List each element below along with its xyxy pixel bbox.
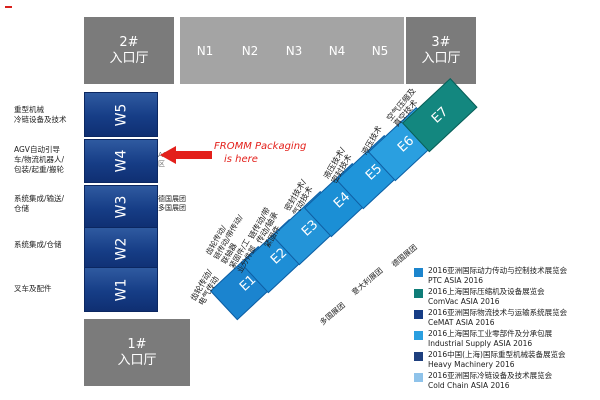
hall-w2[interactable]: W2 bbox=[84, 227, 158, 271]
legend-en: ComVac ASIA 2016 bbox=[428, 296, 500, 306]
entrance-3[interactable]: 3# 入口厅 bbox=[406, 17, 476, 84]
callout-line-2: is here bbox=[224, 154, 258, 165]
legend-swatch bbox=[414, 352, 423, 361]
legend-cn: 2016上海国际工业零部件及分承包展 bbox=[428, 329, 553, 338]
entrance-2-number: 2# bbox=[119, 34, 139, 50]
legend-swatch bbox=[414, 331, 423, 340]
hall-w3-description: 系统集成/输送/ 仓储 bbox=[14, 194, 65, 213]
callout-arrow bbox=[160, 146, 212, 164]
hall-n2[interactable]: N2 bbox=[226, 17, 274, 84]
legend-swatch bbox=[414, 289, 423, 298]
hall-n4-label: N4 bbox=[328, 43, 346, 58]
hall-w4-label: W4 bbox=[113, 149, 129, 173]
entrance-3-number: 3# bbox=[431, 34, 451, 50]
entrance-1[interactable]: 1# 入口厅 bbox=[84, 319, 190, 386]
hall-w3-label: W3 bbox=[113, 195, 129, 219]
legend-cn: 2016中国(上海)国际重型机械装备展览会 bbox=[428, 350, 566, 359]
legend-en: Cold Chain ASIA 2016 bbox=[428, 380, 510, 390]
legend-en: Heavy Machinery 2016 bbox=[428, 359, 515, 369]
legend-swatch bbox=[414, 373, 423, 382]
hall-w1[interactable]: W1 bbox=[84, 267, 158, 312]
hall-n4[interactable]: N4 bbox=[313, 17, 361, 84]
legend-en: CeMAT ASIA 2016 bbox=[428, 317, 495, 327]
entrance-1-number: 1# bbox=[127, 336, 147, 352]
hall-w2-description: 系统集成/仓储 bbox=[14, 240, 62, 249]
hall-n3-label: N3 bbox=[285, 43, 303, 58]
hall-e7-label: E7 bbox=[428, 104, 451, 127]
hall-n1-label: N1 bbox=[196, 43, 214, 58]
hall-n1[interactable]: N1 bbox=[180, 17, 230, 84]
legend-en: PTC ASIA 2016 bbox=[428, 275, 483, 285]
hall-w5-description: 重型机械 冷链设备及技术 bbox=[14, 105, 67, 124]
legend-cn: 2016亚洲国际物流技术与运输系统展览会 bbox=[428, 308, 568, 317]
entrance-2[interactable]: 2# 入口厅 bbox=[84, 17, 174, 84]
legend-cn: 2016亚洲国际冷链设备及技术展览会 bbox=[428, 371, 553, 380]
hall-w4[interactable]: W4 bbox=[84, 139, 158, 183]
hall-w3-sub-label: 德国展团 多国展团 bbox=[158, 195, 186, 212]
legend-cn: 2016上海国际压缩机及设备展览会 bbox=[428, 287, 545, 296]
hall-w5[interactable]: W5 bbox=[84, 92, 158, 137]
hall-w1-description: 叉车及配件 bbox=[14, 284, 52, 293]
entrance-1-label: 入口厅 bbox=[117, 352, 157, 368]
hall-n5[interactable]: N5 bbox=[356, 17, 404, 84]
hall-w5-label: W5 bbox=[113, 103, 129, 126]
legend-cn: 2016亚洲国际动力传动与控制技术展览会 bbox=[428, 266, 568, 275]
callout-text: FROMM Packaging is here bbox=[214, 140, 306, 166]
hall-w4-description: AGV自动引导 车/物流机器人/ 包装/起重/搬轮 bbox=[14, 145, 65, 174]
callout-line-1: FROMM Packaging bbox=[214, 141, 307, 152]
legend-swatch bbox=[414, 268, 423, 277]
entrance-2-label: 入口厅 bbox=[109, 50, 149, 66]
hall-n3[interactable]: N3 bbox=[270, 17, 318, 84]
hall-n2-label: N2 bbox=[241, 43, 259, 58]
hall-n5-label: N5 bbox=[371, 43, 389, 58]
hall-w1-label: W1 bbox=[113, 278, 129, 301]
entrance-3-label: 入口厅 bbox=[421, 50, 461, 66]
legend-en: Industrial Supply ASIA 2016 bbox=[428, 338, 533, 348]
hall-w2-label: W2 bbox=[113, 237, 129, 261]
hall-w3[interactable]: W3 bbox=[84, 185, 158, 229]
legend-swatch bbox=[414, 310, 423, 319]
corner-mark bbox=[5, 6, 12, 8]
